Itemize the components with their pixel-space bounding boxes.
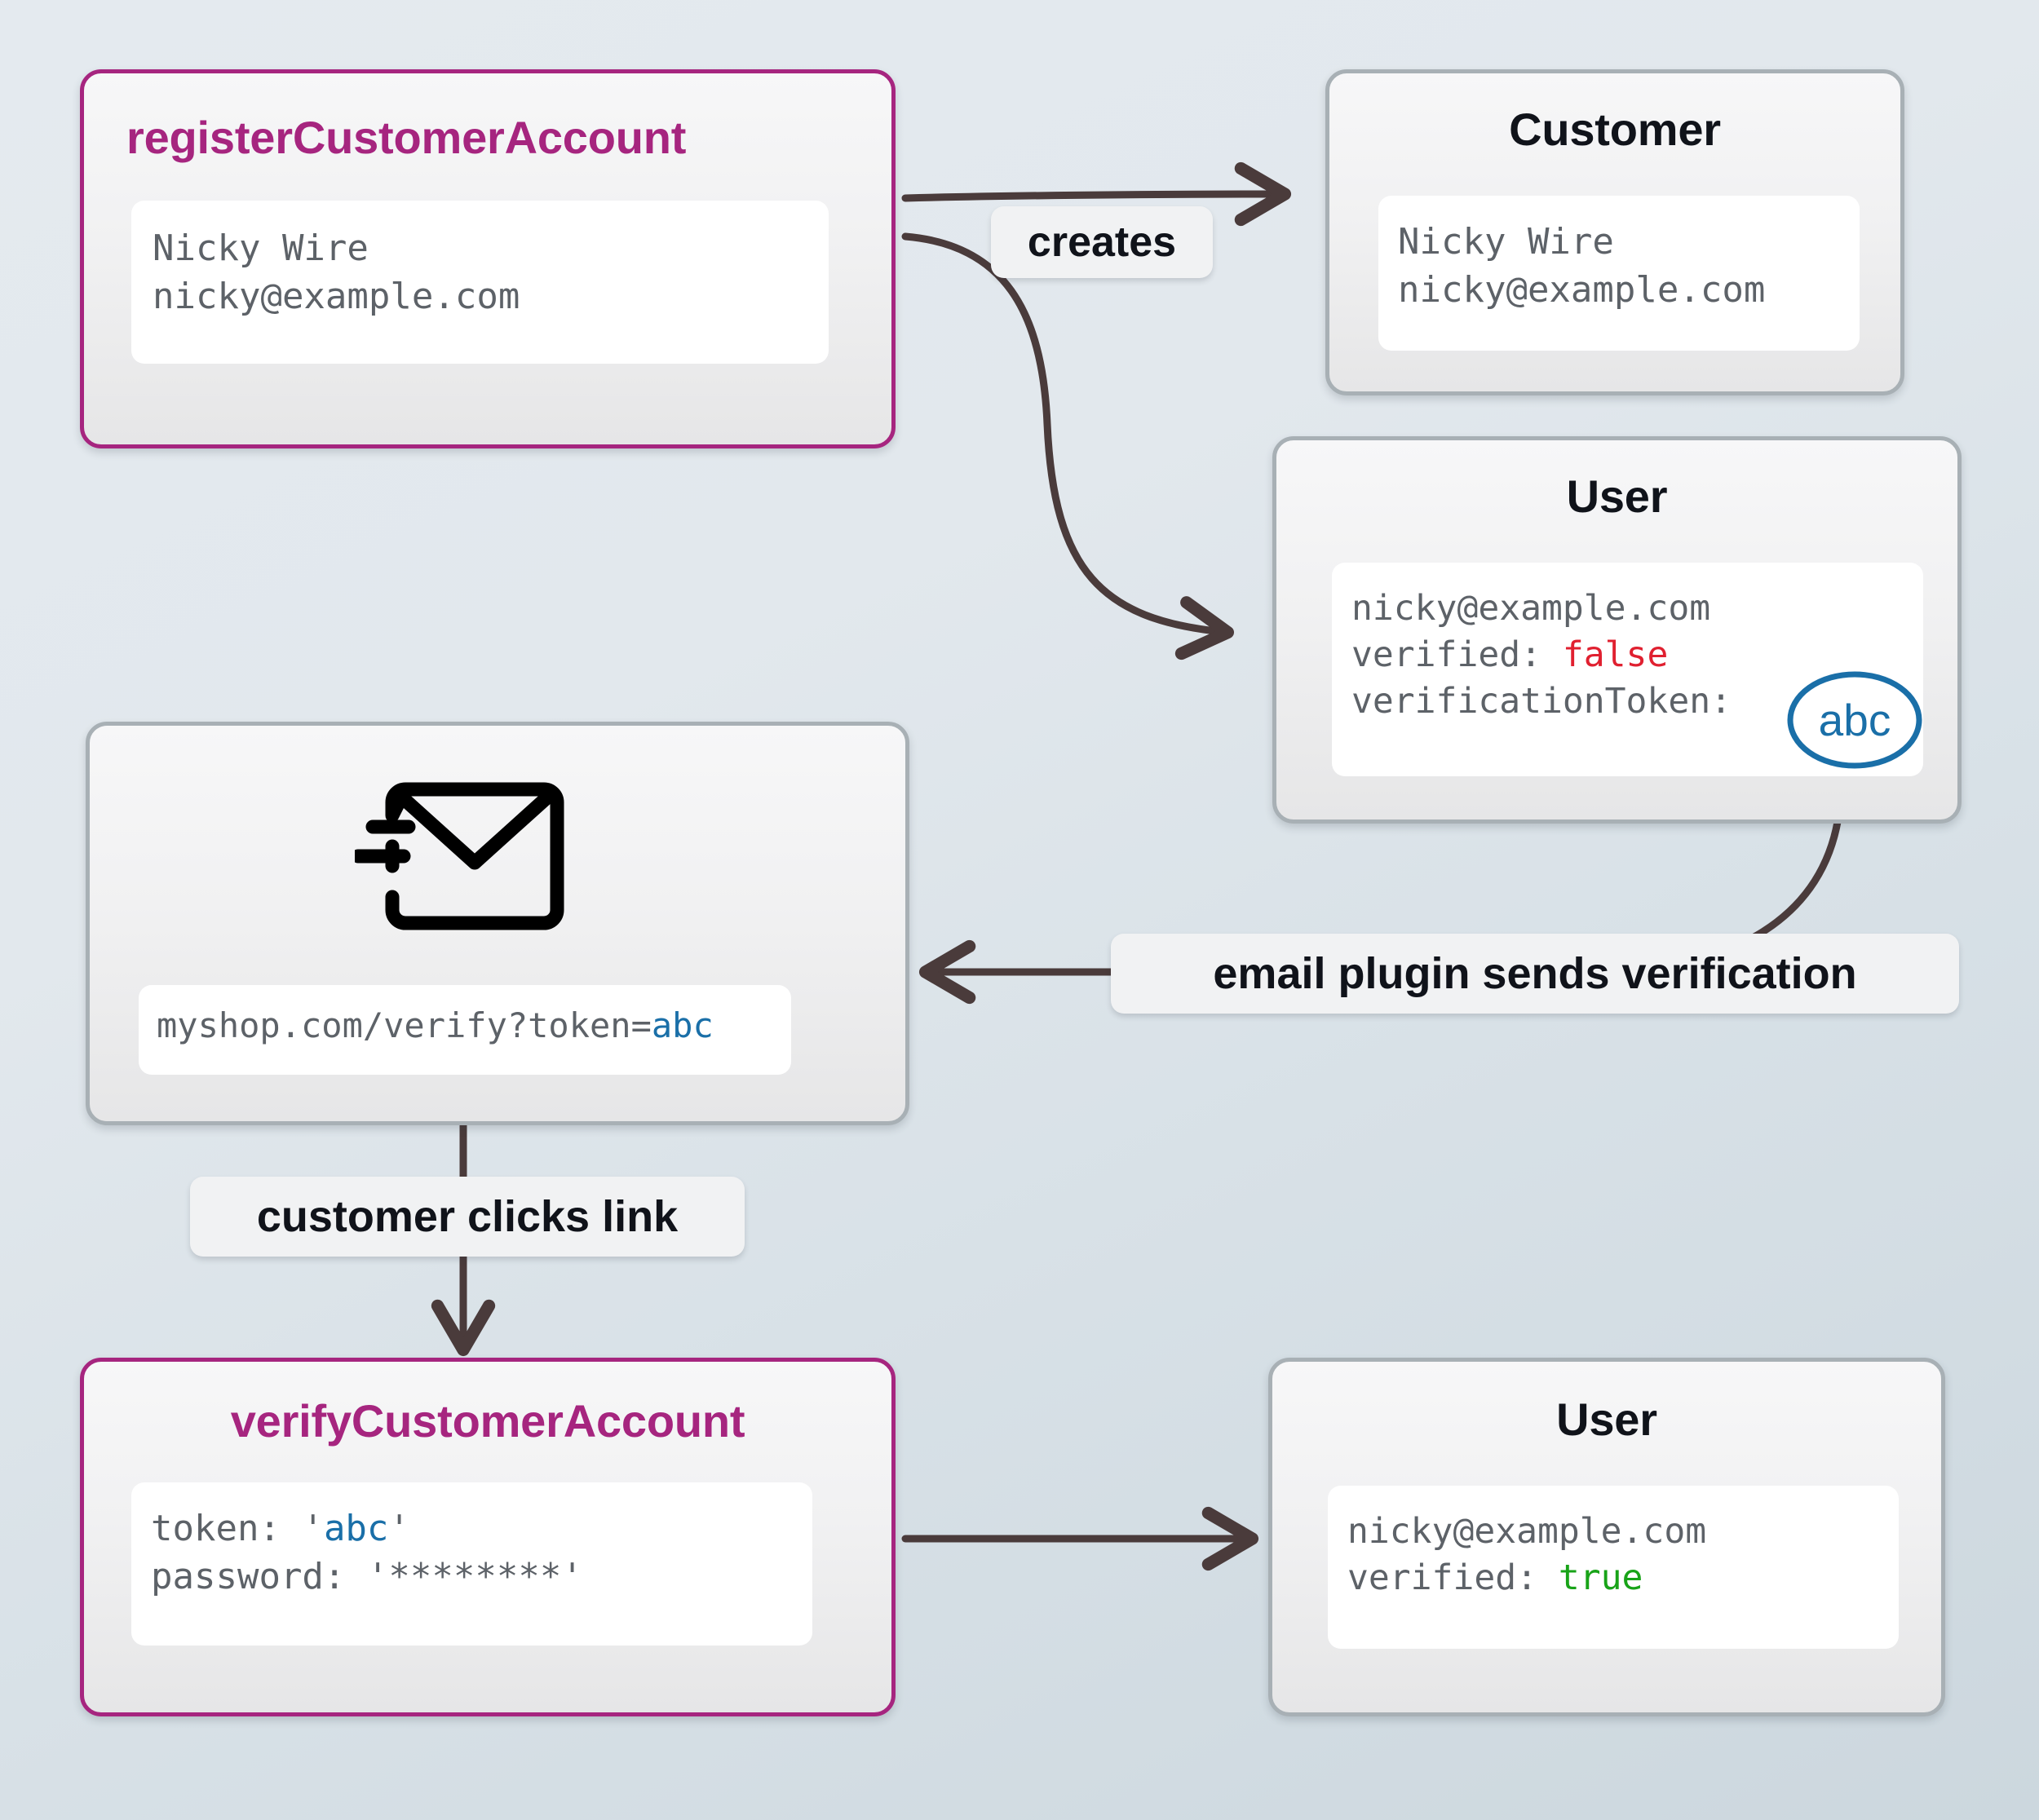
verify-token-close-quote: ' (388, 1508, 410, 1549)
node-user-verified[interactable]: User nicky@example.com verified: true (1268, 1358, 1945, 1716)
verify-token-key: token: (151, 1508, 303, 1549)
node-register-customer-account[interactable]: registerCustomerAccount Nicky Wire nicky… (80, 69, 896, 448)
user-unverified-token-key: verificationToken: (1351, 681, 1732, 722)
send-email-icon (351, 775, 575, 938)
register-field-email: nicky@example.com (153, 275, 520, 317)
verify-password-value: '********' (366, 1555, 583, 1597)
node-user-verified-panel: nicky@example.com verified: true (1328, 1486, 1899, 1649)
node-user-unverified[interactable]: User nicky@example.com verified: false v… (1272, 436, 1962, 824)
user-verified-verified-value: true (1558, 1557, 1643, 1599)
user-unverified-verified-value: false (1562, 634, 1669, 676)
edge-creates-customer (901, 161, 1292, 227)
register-field-name: Nicky Wire (153, 228, 369, 269)
node-verify-customer-account[interactable]: verifyCustomerAccount token: 'abc' passw… (80, 1358, 896, 1716)
user-verified-email: nicky@example.com (1347, 1511, 1707, 1552)
node-verify-title: verifyCustomerAccount (230, 1395, 745, 1447)
verify-token-open-quote: ' (302, 1508, 324, 1549)
edge-label-email-plugin-sends-verification: email plugin sends verification (1111, 934, 1959, 1014)
verify-token-value: abc (323, 1508, 389, 1549)
edge-label-customer-clicks-link: customer clicks link (190, 1177, 745, 1257)
verification-link-token: abc (651, 1005, 714, 1045)
user-verified-verified: verified: true (1347, 1555, 1879, 1601)
node-user-unverified-panel: nicky@example.com verified: false verifi… (1332, 563, 1923, 776)
customer-field-email: nicky@example.com (1398, 268, 1766, 311)
verify-password-key: password: (151, 1555, 367, 1597)
node-verify-panel: token: 'abc' password: '********' (131, 1482, 812, 1646)
node-customer-panel: Nicky Wire nicky@example.com (1378, 196, 1860, 351)
node-customer[interactable]: Customer Nicky Wire nicky@example.com (1325, 69, 1904, 395)
token-text: abc (1819, 695, 1891, 745)
token-ellipse (1787, 671, 1922, 769)
edge-creates-user (901, 232, 1235, 660)
verification-link-prefix: myshop.com/verify?token= (157, 1005, 652, 1045)
envelope-flap (393, 789, 556, 870)
node-register-panel: Nicky Wire nicky@example.com (131, 201, 829, 364)
user-unverified-verified-key: verified: (1351, 634, 1563, 676)
user-verified-verified-key: verified: (1347, 1557, 1559, 1599)
verify-field-token: token: 'abc' (151, 1505, 793, 1553)
verification-link-panel[interactable]: myshop.com/verify?token=abc (139, 985, 791, 1075)
node-verification-email[interactable]: myshop.com/verify?token=abc (86, 722, 909, 1125)
user-unverified-email: nicky@example.com (1351, 588, 1711, 629)
edge-label-creates: creates (991, 206, 1213, 278)
user-unverified-token: verificationToken: (1351, 678, 1904, 725)
node-user-verified-title: User (1556, 1394, 1657, 1445)
customer-field-name: Nicky Wire (1398, 221, 1614, 263)
verification-token-highlight: abc (1786, 670, 1923, 770)
user-unverified-verified: verified: false (1351, 632, 1904, 678)
verify-field-password: password: '********' (151, 1553, 793, 1601)
node-customer-title: Customer (1509, 104, 1721, 155)
node-register-title: registerCustomerAccount (126, 112, 687, 163)
node-user-unverified-title: User (1566, 470, 1668, 522)
